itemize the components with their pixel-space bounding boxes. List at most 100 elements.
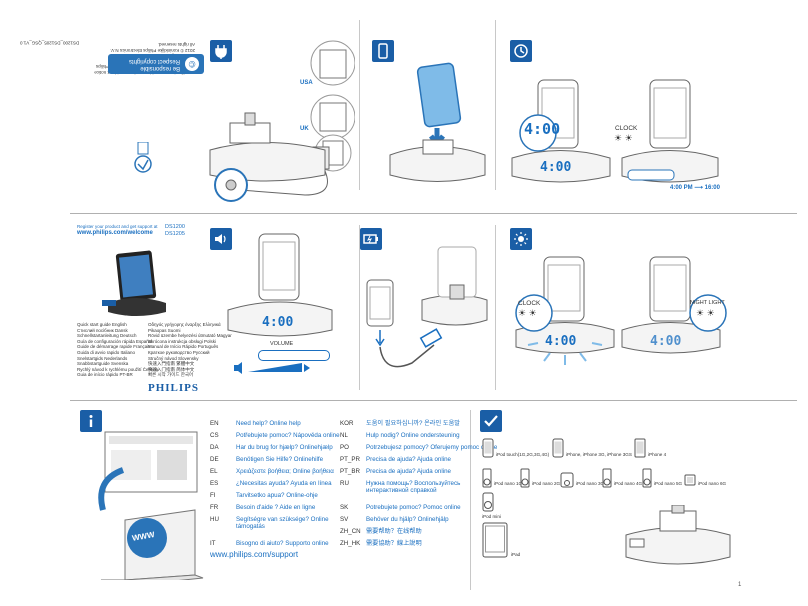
qsg-item: Rövid üzembe helyezési útmutató Magyar — [148, 333, 232, 339]
divider-col1b — [359, 225, 360, 390]
help-lang-code: ES — [210, 480, 219, 487]
qsg-item: Manual de Início Rápido Português — [148, 344, 219, 350]
help-text: Potřebujete pomoc? Nápověda online — [236, 432, 340, 439]
qsg-item: Schnellstartanleitung Deutsch — [77, 333, 137, 339]
compat-label: iPod nano 3G — [576, 481, 605, 486]
support-url-link[interactable]: www.philips.com/support — [210, 550, 299, 559]
qsg-item: Guida di avvio rapido Italiano — [77, 349, 136, 355]
compat-label: iPod nano 1G — [494, 481, 523, 486]
help-lang-code: IT — [210, 540, 216, 547]
volume-lcd-time: 4:00 — [262, 315, 294, 330]
brightness-clock-icons: ☀ ☀ — [518, 308, 537, 318]
night-light-icons: ☀ ☀ — [696, 308, 715, 318]
iphone-icon — [552, 438, 564, 458]
battery-icon — [363, 234, 378, 244]
compat-section-badge — [480, 410, 502, 432]
clock-section-badge — [510, 40, 532, 62]
clock-illustration-right — [621, 79, 719, 183]
night-light-label: NIGHT LIGHT — [690, 300, 725, 306]
volume-slider[interactable] — [258, 350, 330, 361]
power-illustration — [209, 40, 355, 202]
qsg-item: Quick start guide English — [77, 322, 127, 327]
usa-label: USA — [300, 80, 313, 86]
dock-phone-illustration — [389, 62, 486, 182]
qsg-item: 快速入门指南 简体中文 — [148, 366, 195, 372]
phone-section-badge — [372, 40, 394, 62]
register-url: www.philips.com/welcome — [77, 230, 153, 236]
divider-col2b — [495, 225, 496, 390]
qsg-item: Pikaopas Suomi — [148, 327, 181, 333]
help-lang-code: EL — [210, 468, 218, 475]
volume-ramp-icon — [234, 362, 310, 374]
help-text: Besoin d'aide ? Aide en ligne — [236, 504, 316, 511]
divider-col2 — [495, 20, 496, 190]
plug-icon — [215, 45, 227, 59]
volume-label: VOLUME — [270, 341, 294, 347]
brightness-clock-label: CLOCK — [518, 300, 541, 307]
brightness-lcd-time-left: 4:00 — [545, 334, 577, 349]
help-lang-code: FI — [210, 492, 216, 499]
ipod-nano-4g-icon — [602, 468, 612, 488]
help-text: Need help? Online help — [236, 420, 301, 427]
check-icon — [484, 415, 498, 427]
copyright-icon: © — [185, 57, 199, 71]
help-text: Behöver du hjälp? Onlinehjälp — [366, 516, 449, 523]
clock-phone-time: 4:00 — [524, 120, 561, 138]
compat-label: iPod nano 2G — [532, 481, 561, 486]
dock-illustration-bottom — [625, 505, 731, 565]
help-text: Нужна помощь? Воспользуйтесь интерактивн… — [366, 480, 461, 494]
speaker-icon — [215, 234, 226, 244]
help-text: Bisogno di aiuto? Supporto online — [236, 540, 329, 547]
divider-col1 — [359, 20, 360, 190]
help-lang-code: DA — [210, 444, 219, 451]
help-text: 需要帮助？在线帮助 — [366, 528, 422, 535]
help-text: Precisa de ajuda? Ajuda online — [366, 468, 451, 475]
help-lang-code: HU — [210, 516, 219, 523]
ipod-touch-icon — [482, 438, 494, 458]
qsg-item: Краткое руководство Русский — [148, 349, 210, 355]
uk-label: UK — [300, 126, 309, 132]
help-lang-code: ZH_CN — [340, 528, 361, 535]
tarima-logo — [133, 141, 153, 178]
qsg-item: Guía de configuración rápida Español — [77, 338, 153, 344]
product-photo — [102, 250, 166, 316]
help-list-left: EN Need help? Online help CS Potřebujete p… — [210, 420, 350, 570]
help-text: Segítségre van szüksége? Online támogatá… — [236, 516, 329, 530]
clock-lcd-time: 4:00 — [540, 160, 572, 175]
help-text: Benötigen Sie Hilfe? Onlinehilfe — [236, 456, 324, 463]
ipod-nano-6g-icon — [684, 474, 696, 486]
philips-logo: PHILIPS — [148, 382, 200, 394]
help-lang-code: CS — [210, 432, 219, 439]
qsg-item: Skrócona instrukcja obsługi Polski — [148, 338, 217, 344]
charge-illustration — [366, 246, 488, 368]
help-text: ¿Necesitas ayuda? Ayuda en línea — [236, 480, 332, 487]
qsg-item: Snelstartgids Nederlands — [77, 355, 128, 361]
ipod-mini-icon — [482, 492, 494, 512]
compat-label: iPod nano 6G — [698, 481, 727, 486]
help-text: Potrzebujesz pomocy? Oferujemy pomoc onl… — [366, 444, 498, 451]
compat-label: iPhone 4 — [648, 452, 667, 457]
qsg-item: Rychlý návod k rychlému použití Čeština — [77, 366, 159, 372]
copyright-line2: Respect copyrights — [128, 58, 180, 64]
help-text: Har du brug for hjælp? Onlinehjælp — [236, 444, 333, 451]
brightness-illustration-right — [621, 256, 727, 354]
iphone4-icon — [634, 438, 646, 458]
ipod-nano-1g-icon — [482, 468, 492, 488]
phone-icon — [378, 43, 388, 59]
help-text: 需要協助？線上說明 — [366, 540, 422, 547]
qsg-item: 빠른 시작 가이드 한국어 — [148, 372, 194, 378]
brightness-icons: ☀ ☀ — [614, 133, 633, 143]
help-text: Χρειάζεστε βοήθεια; Online βοήθεια — [236, 468, 334, 475]
qsg-item: Snabbstartguide Svenska — [77, 361, 129, 367]
compat-label: iPod mini — [482, 514, 501, 519]
help-lang-code: FR — [210, 504, 219, 511]
brightness-illustration-left — [515, 256, 615, 365]
compat-label: iPad — [511, 552, 521, 557]
brightness-section-badge — [510, 228, 532, 250]
help-lang-code: EN — [210, 420, 219, 427]
help-lang-code: KOR — [340, 420, 354, 427]
copyright-banner: © Be responsible Respect copyrights — [108, 54, 204, 74]
help-text: 도움이 필요하십니까? 온라인 도움말 — [366, 420, 460, 427]
power-section-badge — [210, 40, 232, 62]
charge-section-badge — [360, 228, 382, 250]
